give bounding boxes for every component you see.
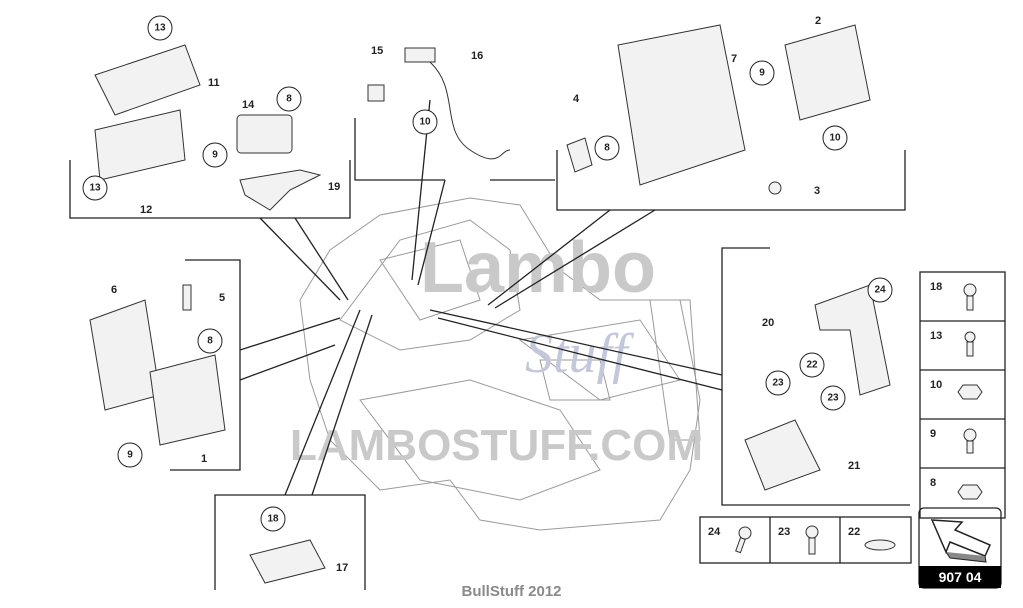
callout: 24 bbox=[867, 277, 893, 303]
svg-text:24: 24 bbox=[708, 526, 721, 538]
arrow-icon bbox=[930, 519, 991, 557]
svg-text:23: 23 bbox=[827, 393, 839, 404]
label: 20 bbox=[762, 317, 774, 329]
label: 19 bbox=[328, 181, 340, 193]
part-16 bbox=[404, 47, 436, 63]
svg-text:8: 8 bbox=[604, 143, 610, 154]
label: 11 bbox=[208, 77, 220, 89]
diagram-code: 907 04 bbox=[919, 566, 1001, 588]
fastener-18: 18 bbox=[930, 281, 977, 311]
fastener-table-right: 18 13 10 9 8 bbox=[919, 271, 1006, 519]
circled-callouts: 13 8 9 13 10 9 8 10 8 9 24 22 23 23 18 bbox=[82, 15, 893, 532]
svg-text:10: 10 bbox=[930, 379, 942, 391]
part-12-amplifier bbox=[94, 109, 186, 181]
callout: 9 bbox=[749, 60, 775, 86]
fastener-10: 10 bbox=[930, 379, 983, 400]
label: 6 bbox=[111, 284, 117, 296]
svg-text:9: 9 bbox=[759, 68, 765, 79]
part-illustrations bbox=[89, 24, 891, 584]
svg-text:13: 13 bbox=[154, 23, 166, 34]
svg-text:24: 24 bbox=[874, 285, 886, 296]
watermark: Lambo Stuff LAMBOSTUFF.COM bbox=[290, 228, 703, 470]
label: 1 bbox=[201, 453, 207, 465]
label: 2 bbox=[815, 15, 821, 27]
fastener-22: 22 bbox=[848, 526, 896, 551]
label: 15 bbox=[371, 45, 383, 57]
part-4 bbox=[566, 137, 593, 173]
part-16-cable bbox=[429, 61, 511, 160]
part-11-cover bbox=[94, 44, 201, 116]
orientation-box bbox=[918, 507, 1002, 589]
callout: 9 bbox=[117, 442, 143, 468]
callout-lines bbox=[69, 99, 910, 590]
part-19-bracket bbox=[239, 169, 322, 211]
part-2-control-unit bbox=[784, 24, 871, 121]
callout: 8 bbox=[276, 86, 302, 112]
fastener-9: 9 bbox=[930, 428, 977, 454]
fastener-24: 24 bbox=[708, 526, 752, 554]
svg-text:8: 8 bbox=[286, 94, 292, 105]
label: 14 bbox=[242, 99, 255, 111]
svg-text:22: 22 bbox=[806, 360, 818, 371]
callout: 10 bbox=[412, 109, 438, 135]
part-7-fusebox bbox=[617, 24, 746, 186]
svg-text:13: 13 bbox=[89, 183, 101, 194]
fastener-8: 8 bbox=[930, 477, 983, 500]
svg-text:13: 13 bbox=[930, 330, 942, 342]
part-21-module bbox=[744, 419, 821, 491]
svg-text:22: 22 bbox=[848, 526, 860, 538]
callout: 23 bbox=[765, 370, 791, 396]
label: 16 bbox=[471, 50, 483, 62]
fastener-13: 13 bbox=[930, 330, 976, 357]
caption: BullStuff 2012 bbox=[461, 583, 562, 600]
callout: 13 bbox=[147, 15, 173, 41]
svg-text:10: 10 bbox=[419, 117, 431, 128]
label: 5 bbox=[219, 292, 225, 304]
svg-text:9: 9 bbox=[930, 428, 936, 440]
label: 7 bbox=[731, 53, 737, 65]
callout: 8 bbox=[197, 328, 223, 354]
label: 4 bbox=[573, 93, 580, 105]
watermark-lambo: Lambo bbox=[420, 228, 656, 308]
svg-text:23: 23 bbox=[778, 526, 790, 538]
callout: 10 bbox=[822, 125, 848, 151]
svg-text:18: 18 bbox=[267, 514, 279, 525]
svg-text:10: 10 bbox=[829, 133, 841, 144]
part-14-module bbox=[236, 114, 293, 154]
callout: 9 bbox=[202, 142, 228, 168]
svg-text:8: 8 bbox=[207, 336, 213, 347]
label: 3 bbox=[814, 185, 820, 197]
label: 17 bbox=[336, 562, 348, 574]
callout: 18 bbox=[260, 506, 286, 532]
svg-text:9: 9 bbox=[212, 150, 218, 161]
part-1-relay-box bbox=[149, 354, 226, 446]
part-17-module bbox=[249, 539, 326, 584]
chassis-frame-drawing bbox=[299, 197, 701, 531]
label: 12 bbox=[140, 204, 152, 216]
fastener-table-bottom: 24 23 22 bbox=[699, 516, 912, 564]
svg-text:9: 9 bbox=[127, 450, 133, 461]
label: 21 bbox=[848, 460, 860, 472]
part-15 bbox=[367, 84, 385, 102]
callout: 8 bbox=[594, 135, 620, 161]
svg-text:8: 8 bbox=[930, 477, 936, 489]
callout: 13 bbox=[82, 175, 108, 201]
part-labels: 11 14 19 12 15 16 7 2 4 3 6 5 1 20 21 17 bbox=[111, 15, 860, 574]
part-3 bbox=[768, 181, 782, 195]
callout: 23 bbox=[820, 385, 846, 411]
part-5 bbox=[182, 284, 192, 311]
watermark-site: LAMBOSTUFF.COM bbox=[290, 421, 703, 470]
svg-text:18: 18 bbox=[930, 281, 942, 293]
part-6-bracket bbox=[89, 299, 161, 411]
fastener-23: 23 bbox=[778, 525, 819, 555]
callout: 22 bbox=[799, 352, 825, 378]
svg-text:23: 23 bbox=[772, 378, 784, 389]
